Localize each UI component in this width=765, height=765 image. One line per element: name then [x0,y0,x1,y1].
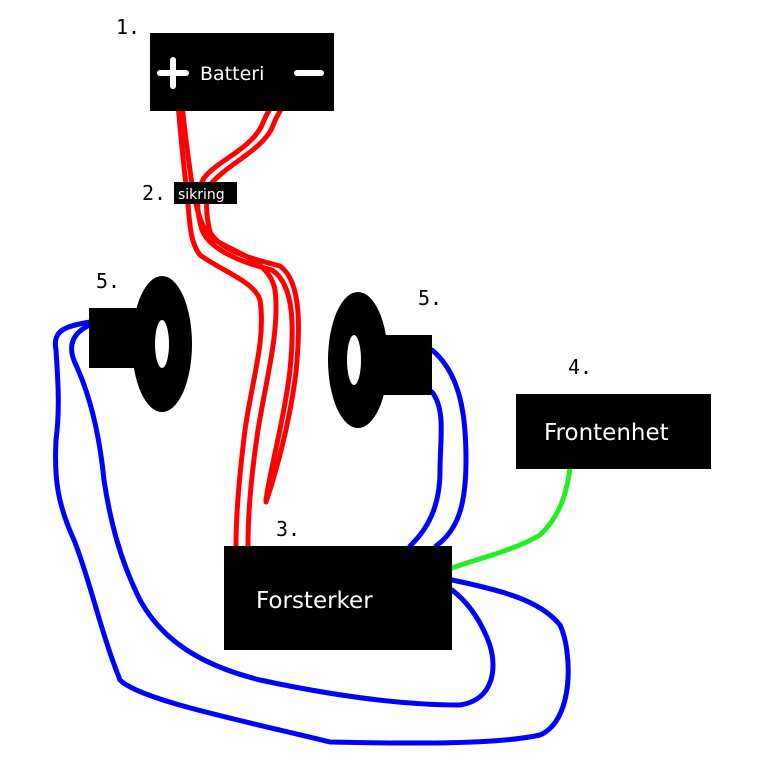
head-unit-box [516,394,711,469]
amplifier-box [224,546,452,650]
plus-terminal-icon [157,57,189,89]
left-speaker-number: 5. [96,269,120,293]
amplifier-label: Forsterker [256,588,373,614]
fuse-number: 2. [142,181,166,205]
left-speaker-wire-outer [52,319,571,746]
right-speaker-wire-inner [407,389,444,549]
battery: Batteri [150,33,334,111]
left-speaker-wire-inner [69,322,496,708]
amplifier-number: 3. [276,517,300,541]
head-unit-label: Frontenhet [544,420,669,446]
signal-wire [449,465,573,571]
head-unit-number: 4. [568,355,592,379]
fuse-label: sikring [178,187,225,203]
right-speaker-wire-outer [429,347,469,549]
power-wires [173,69,321,549]
right-speaker-icon [328,292,432,428]
speaker-wires [52,319,571,746]
positive-wire-a [173,69,264,549]
negative-wire-b [204,70,321,505]
left-speaker-icon [89,276,192,412]
battery-label: Batteri [200,63,264,85]
negative-wire-a [195,72,306,503]
fuse-box [174,182,237,204]
battery-number: 1. [116,15,140,39]
right-speaker-number: 5. [418,286,442,310]
